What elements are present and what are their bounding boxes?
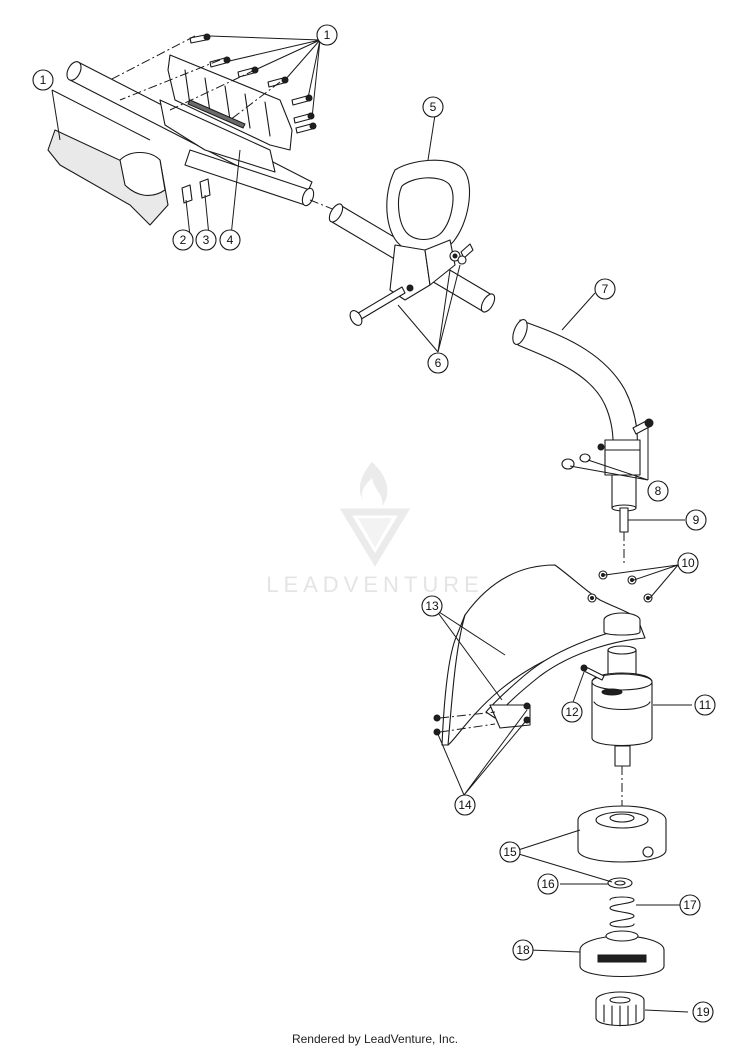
callout-15: 15 [499, 841, 521, 863]
callout-14: 14 [454, 794, 476, 816]
callout-11: 11 [694, 694, 716, 716]
svg-text:1: 1 [324, 28, 331, 42]
flame-logo-icon [339, 462, 411, 567]
curved-shaft-part [512, 319, 654, 565]
svg-text:4: 4 [227, 233, 234, 247]
callout-7: 7 [594, 278, 616, 300]
footer-credit: Rendered by LeadVenture, Inc. [291, 1032, 459, 1046]
svg-text:12: 12 [565, 705, 579, 719]
watermark-text: LEADVENTURE [266, 572, 484, 597]
callout-8: 8 [647, 480, 669, 502]
callout-12: 12 [561, 701, 583, 723]
svg-text:17: 17 [683, 898, 697, 912]
callout-2: 2 [172, 229, 194, 251]
callout-6: 6 [427, 352, 449, 374]
callout-18: 18 [512, 939, 534, 961]
callout-4: 4 [219, 229, 241, 251]
screw-icon [587, 570, 653, 603]
svg-text:10: 10 [681, 556, 695, 570]
callout-19: 19 [692, 1001, 714, 1023]
svg-text:1: 1 [40, 73, 47, 87]
callout-16: 16 [537, 873, 559, 895]
callout-3: 3 [195, 229, 217, 251]
svg-text:19: 19 [696, 1005, 710, 1019]
trimmer-head-part [577, 766, 667, 1027]
svg-text:15: 15 [503, 845, 517, 859]
svg-text:14: 14 [458, 798, 472, 812]
leader-lines [51, 35, 692, 1013]
coupler-housing-part [47, 33, 336, 226]
svg-text:16: 16 [541, 877, 555, 891]
gearhead-part [580, 570, 653, 767]
screw-icon [189, 33, 317, 134]
svg-text:9: 9 [693, 513, 700, 527]
svg-text:2: 2 [180, 233, 187, 247]
callout-10: 10 [677, 552, 699, 574]
callout-1: 1 [316, 24, 338, 46]
svg-text:7: 7 [602, 282, 609, 296]
svg-text:18: 18 [516, 943, 530, 957]
callout-13: 13 [421, 595, 443, 617]
shaft-and-handle-part [328, 159, 496, 326]
svg-text:6: 6 [435, 356, 442, 370]
callout-17: 17 [679, 894, 701, 916]
svg-text:11: 11 [699, 698, 712, 712]
leadventure-watermark: LEADVENTURE [266, 462, 484, 597]
svg-text:3: 3 [203, 233, 210, 247]
callout-1: 1 [32, 69, 54, 91]
svg-text:13: 13 [425, 599, 439, 613]
callout-9: 9 [685, 509, 707, 531]
callout-5: 5 [422, 96, 444, 118]
svg-text:5: 5 [430, 100, 437, 114]
svg-text:8: 8 [655, 484, 662, 498]
